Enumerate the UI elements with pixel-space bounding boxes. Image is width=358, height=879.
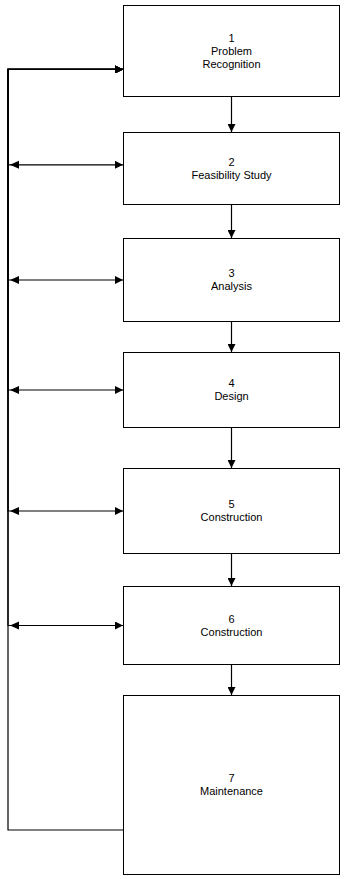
bus-arrowhead xyxy=(10,622,19,630)
feedback-arrow xyxy=(8,69,123,280)
step-number: 3 xyxy=(228,267,234,280)
step-number: 6 xyxy=(228,613,234,626)
flow-arrow xyxy=(231,554,232,586)
flow-arrow xyxy=(231,205,232,238)
step-name: Problem Recognition xyxy=(192,45,272,71)
bus-arrowhead xyxy=(10,507,19,515)
step-number: 7 xyxy=(228,772,234,785)
step-number: 2 xyxy=(228,156,234,169)
bus-arrowhead xyxy=(10,276,19,284)
flow-arrow xyxy=(231,428,232,468)
process-box: 5Construction xyxy=(123,468,340,554)
flow-arrow xyxy=(231,322,232,352)
process-box: 4Design xyxy=(123,352,340,428)
process-box: 3Analysis xyxy=(123,238,340,322)
flow-arrow xyxy=(231,97,232,132)
step-number: 1 xyxy=(228,32,234,45)
process-box: 2Feasibility Study xyxy=(123,132,340,205)
process-box: 1Problem Recognition xyxy=(123,5,340,97)
feedback-arrow xyxy=(8,69,123,625)
step-name: Construction xyxy=(201,511,263,524)
process-box: 6Construction xyxy=(123,586,340,665)
feedback-arrow xyxy=(8,69,123,830)
feedback-arrow xyxy=(8,69,123,511)
step-name: Feasibility Study xyxy=(191,169,271,182)
step-name: Construction xyxy=(201,626,263,639)
feedback-arrow xyxy=(8,69,123,164)
feedback-arrow xyxy=(8,69,123,390)
step-number: 5 xyxy=(228,498,234,511)
process-box: 7Maintenance xyxy=(123,695,340,875)
step-name: Design xyxy=(214,390,248,403)
step-number: 4 xyxy=(228,377,234,390)
step-name: Analysis xyxy=(211,280,252,293)
flow-arrow xyxy=(231,665,232,695)
step-name: Maintenance xyxy=(200,785,263,798)
bus-arrowhead xyxy=(10,386,19,394)
bus-arrowhead xyxy=(10,161,19,169)
